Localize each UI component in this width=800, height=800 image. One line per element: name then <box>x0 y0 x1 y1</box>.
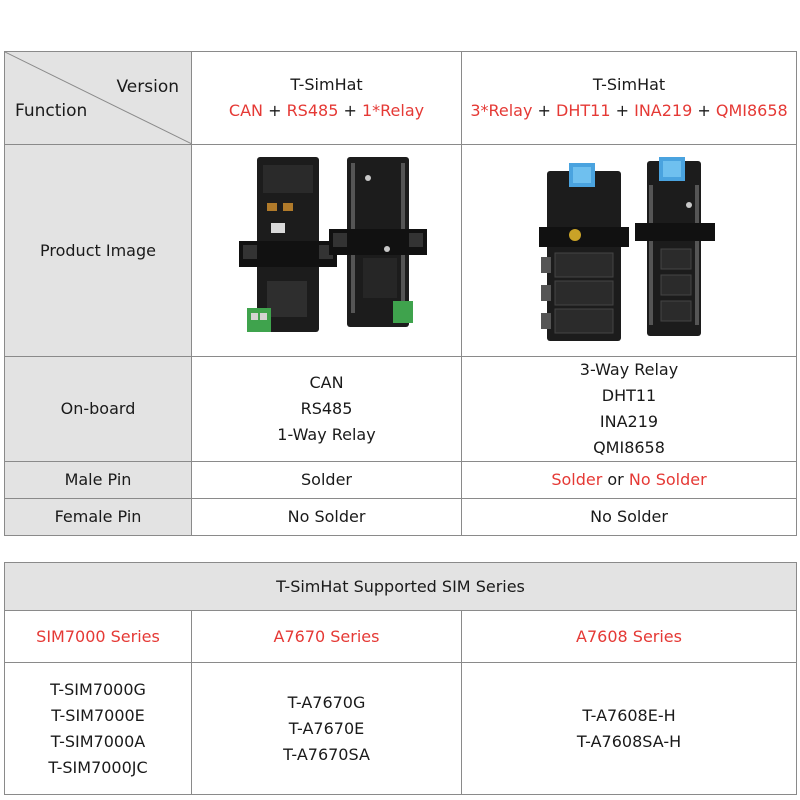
sim-models-1: T-SIM7000G T-SIM7000E T-SIM7000A T-SIM7000J… <box>4 662 192 795</box>
version-header-1: T-SimHat CAN + RS485 + 1*Relay <box>191 51 462 145</box>
product-image-1-cell <box>191 144 462 357</box>
sim-series-table: T-SimHat Supported SIM Series SIM7000 Se… <box>3 562 798 795</box>
list-item: T-A7608SA-H <box>576 731 682 751</box>
list-item: 3-Way Relay <box>579 360 679 379</box>
feature-name: DHT11 <box>556 101 611 120</box>
male-pin-or: or <box>602 470 629 489</box>
feature-name: CAN <box>228 101 263 120</box>
male-pin-option-no-solder: No Solder <box>628 470 707 489</box>
feature-separator: + <box>692 101 716 120</box>
list-item: T-SIM7000A <box>50 731 146 751</box>
female-pin-col-2: No Solder <box>461 498 797 536</box>
version-header-2: T-SimHat 3*Relay + DHT11 + INA219 + QMI8… <box>461 51 797 145</box>
version-function-corner: Version Function <box>4 51 192 145</box>
version-label: Version <box>116 77 179 97</box>
version-2-features: 3*Relay + DHT11 + INA219 + QMI8658 <box>462 98 796 124</box>
male-pin-col-1: Solder <box>191 461 462 499</box>
sim-models-3: T-A7608E-H T-A7608SA-H <box>460 662 798 795</box>
version-1-features: CAN + RS485 + 1*Relay <box>192 98 461 124</box>
list-item: T-A7670SA <box>283 744 370 764</box>
list-item: T-A7608E-H <box>582 705 676 725</box>
list-item: 1-Way Relay <box>277 425 376 444</box>
function-label: Function <box>15 101 88 121</box>
sim-series-title: T-SimHat Supported SIM Series <box>3 562 798 611</box>
feature-separator: + <box>610 101 635 120</box>
sim-series-name-1: SIM7000 Series <box>4 610 192 663</box>
list-item: T-SIM7000JC <box>48 757 148 777</box>
version-2-title: T-SimHat <box>592 75 666 94</box>
onboard-col-1: CAN RS485 1-Way Relay <box>191 356 462 462</box>
list-item: CAN <box>309 373 344 392</box>
product-image-can-rs485-relay <box>238 157 427 332</box>
version-1-title: T-SimHat <box>290 75 363 94</box>
onboard-label: On-board <box>4 356 192 462</box>
feature-name: RS485 <box>286 101 339 120</box>
version-comparison-table: Version Function T-SimHat CAN + RS485 + … <box>4 51 797 536</box>
feature-name: 3*Relay <box>470 101 533 120</box>
feature-name: QMI8658 <box>715 101 788 120</box>
male-pin-label: Male Pin <box>4 461 192 499</box>
feature-separator: + <box>532 101 557 120</box>
list-item: INA219 <box>599 412 659 431</box>
sim-models-2: T-A7670G T-A7670E T-A7670SA <box>191 662 462 795</box>
product-image-relay-dht11-ina219-qmi8658 <box>539 157 715 341</box>
feature-separator: + <box>262 101 287 120</box>
product-image-2-cell <box>461 144 797 357</box>
sim-series-name-2: A7670 Series <box>191 610 462 663</box>
list-item: RS485 <box>300 399 353 418</box>
male-pin-col-2: Solder or No Solder <box>461 461 797 499</box>
product-image-label: Product Image <box>4 144 192 357</box>
list-item: T-A7670G <box>287 692 366 712</box>
list-item: DHT11 <box>601 386 657 405</box>
male-pin-option-solder: Solder <box>551 470 603 489</box>
list-item: QMI8658 <box>593 438 665 457</box>
sim-series-name-3: A7608 Series <box>460 610 798 663</box>
list-item: T-SIM7000E <box>51 705 145 725</box>
feature-name: 1*Relay <box>361 101 425 120</box>
list-item: T-A7670E <box>288 718 365 738</box>
feature-separator: + <box>338 101 362 120</box>
list-item: T-SIM7000G <box>50 679 146 699</box>
feature-name: INA219 <box>634 101 693 120</box>
female-pin-col-1: No Solder <box>191 498 462 536</box>
female-pin-label: Female Pin <box>4 498 192 536</box>
